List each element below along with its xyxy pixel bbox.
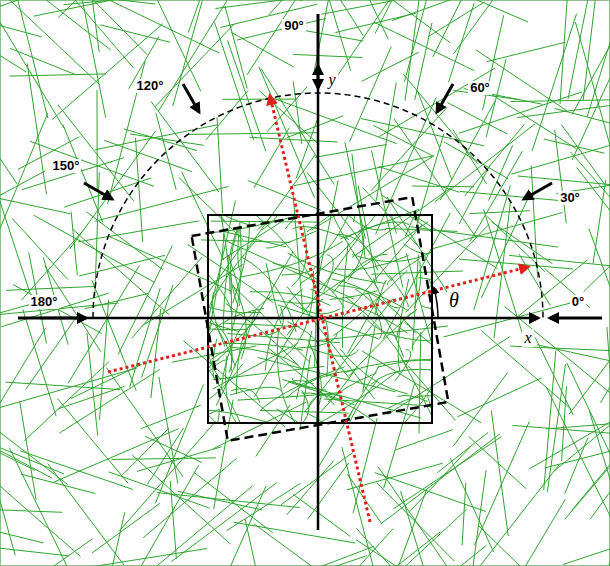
angle-label: 120°: [135, 79, 166, 93]
rotated-y-axis: [270, 96, 370, 522]
load-arrows: [18, 14, 602, 318]
axis-label: x: [522, 329, 533, 347]
x-axis: [40, 317, 538, 320]
angle-label: 0°: [570, 295, 586, 309]
angle-arc: [434, 288, 438, 318]
angle-label: 90°: [282, 19, 306, 33]
rotated-x-axis: [108, 267, 528, 372]
angle-label: 30°: [558, 191, 582, 205]
angle-label: 150°: [51, 159, 82, 173]
axis-label: y: [326, 71, 337, 89]
theta-label: θ: [447, 289, 461, 311]
angle-label: 60°: [468, 81, 492, 95]
angle-label: 180°: [29, 295, 60, 309]
